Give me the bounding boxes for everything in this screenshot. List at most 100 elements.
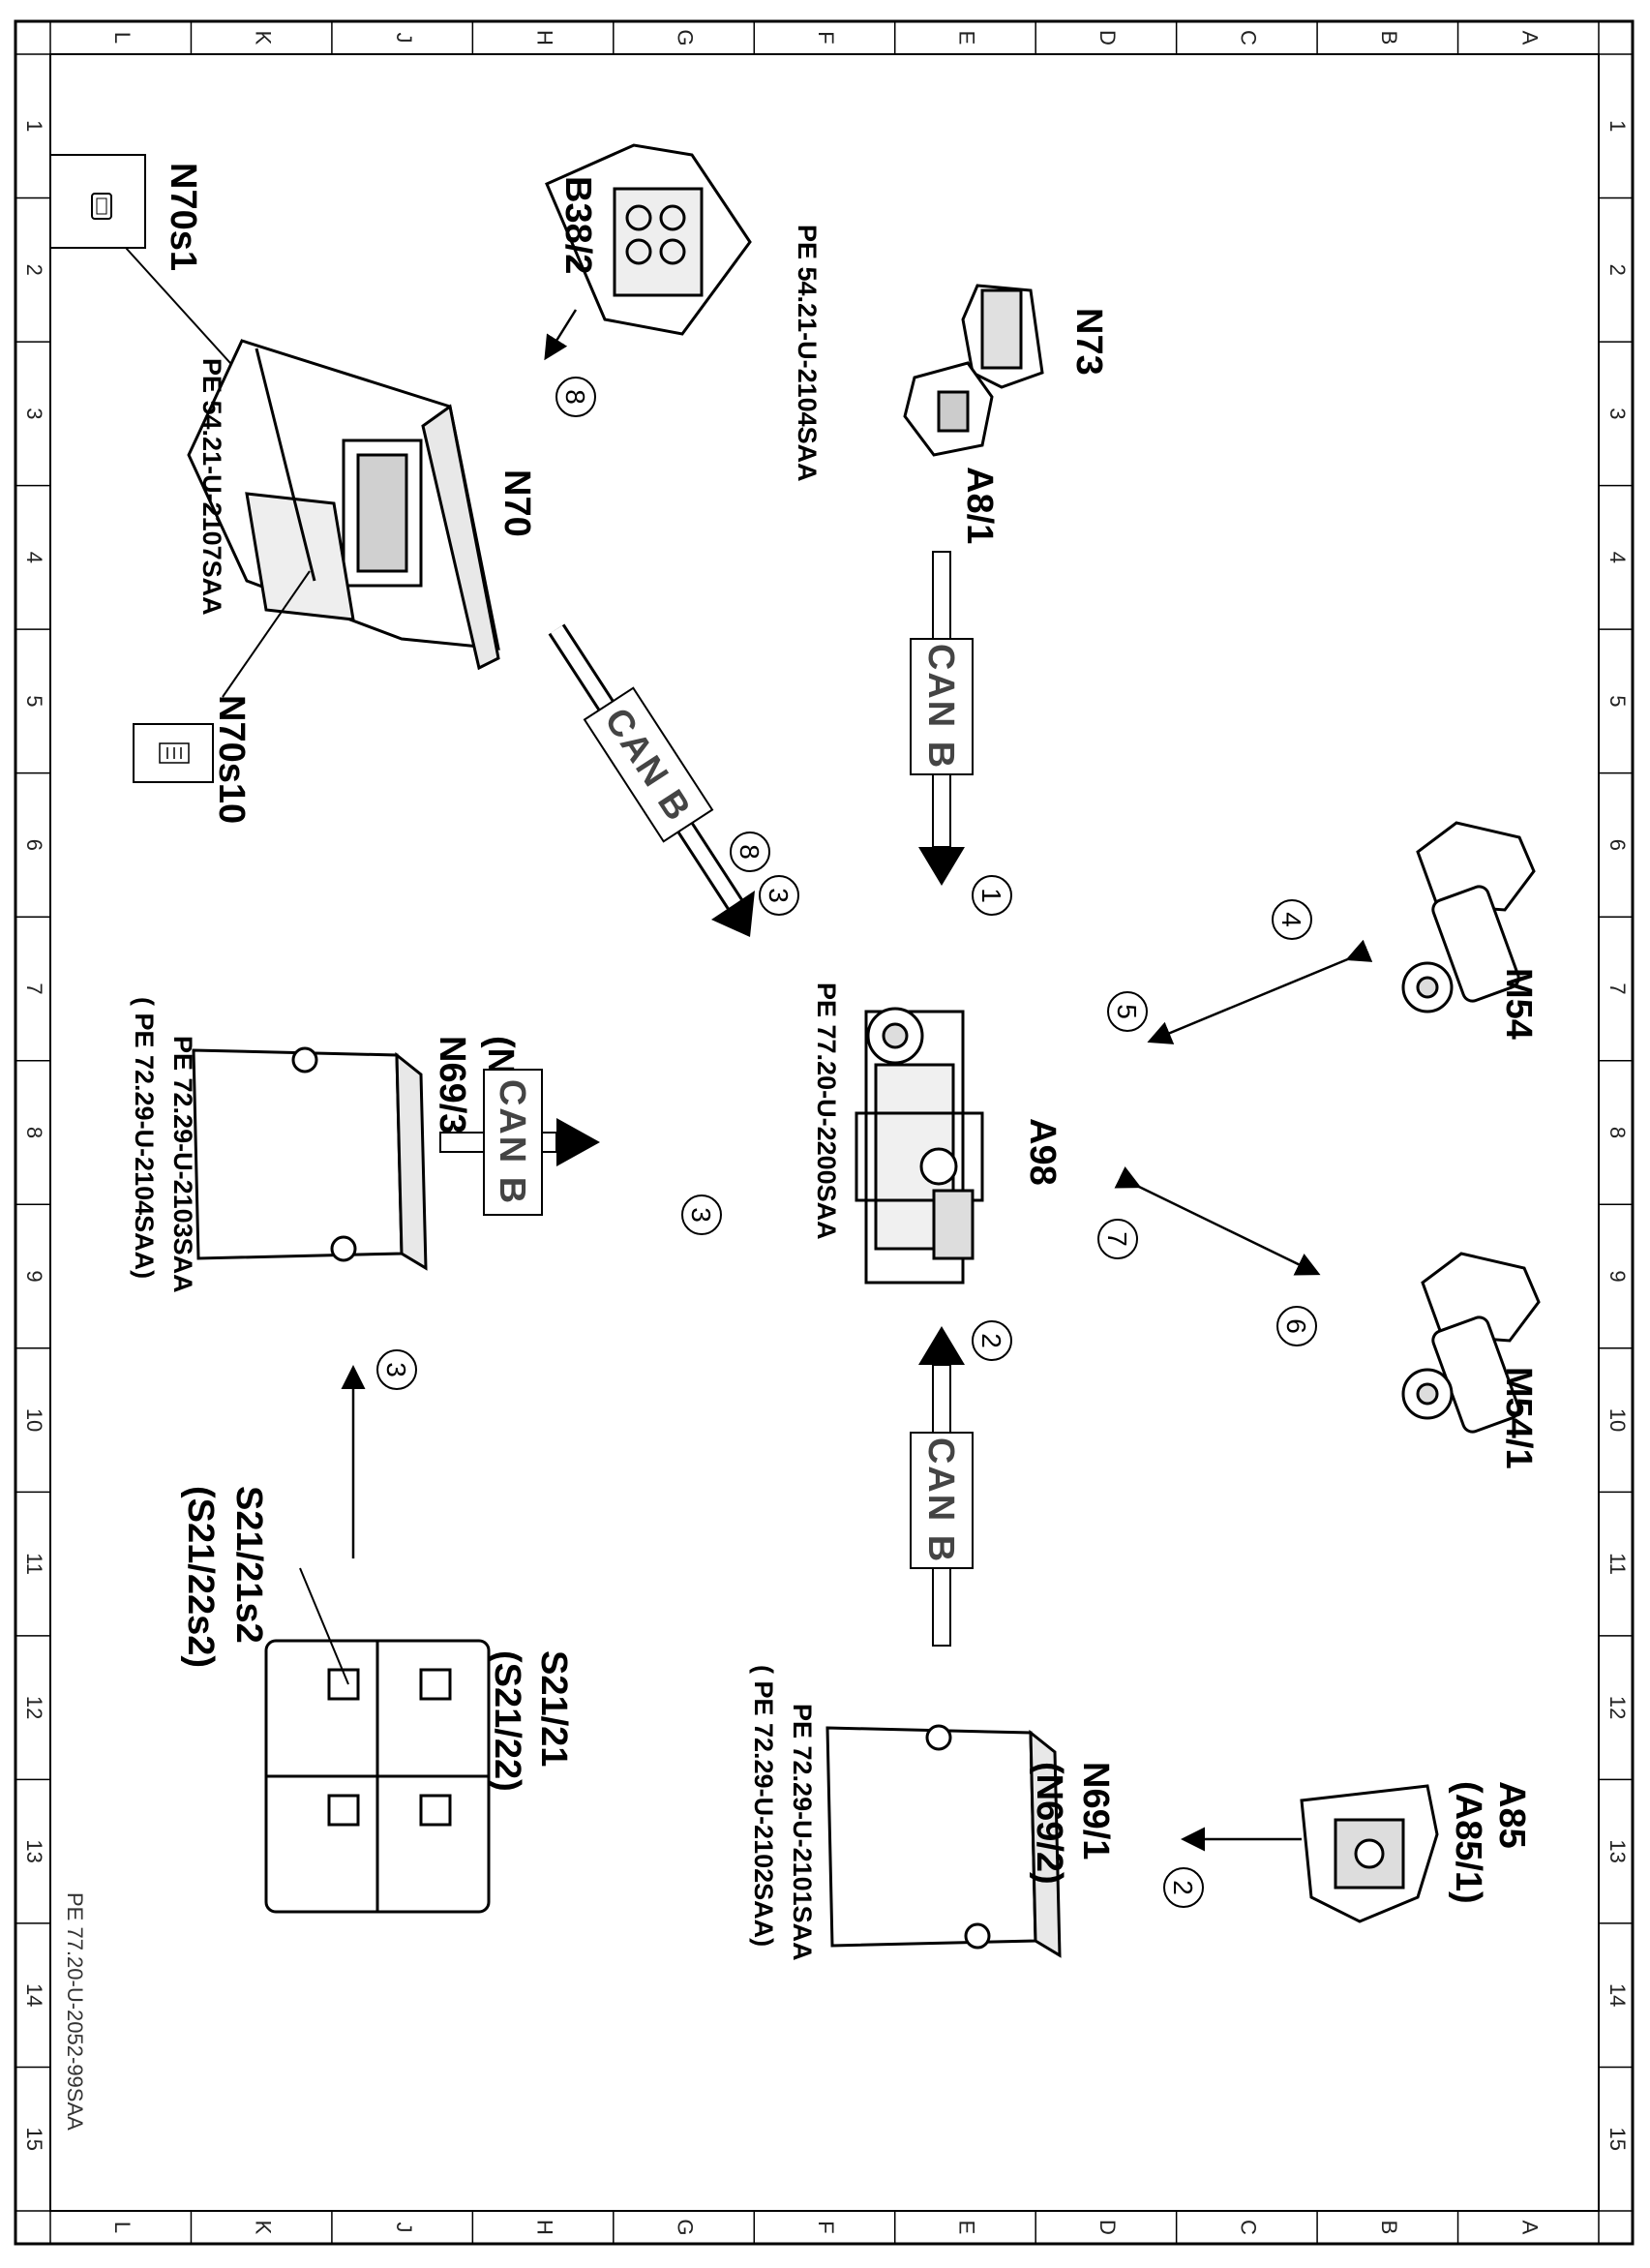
grid-row-label: 13 (22, 1839, 46, 1862)
grid-row-label: 12 (22, 1696, 46, 1719)
m54-1-motor-icon (1401, 1252, 1541, 1434)
grid-column-label: A (1517, 31, 1542, 45)
step-3b: 3 (686, 1207, 716, 1223)
grid-row-label: 15 (1605, 2127, 1630, 2150)
n69-4-reference: ( PE 72.29-U-2104SAA) (130, 997, 159, 1279)
n69-1-module-icon (825, 1724, 1062, 1958)
m54-1-label: M54/1 (1498, 1367, 1539, 1469)
grid-column-label: B (1377, 2221, 1401, 2235)
grid-column-label: K (251, 31, 275, 45)
step-7-circle (1097, 1219, 1138, 1259)
n70s10-switch-icon (133, 723, 214, 783)
grid-row-label: 2 (1605, 264, 1630, 276)
n69-3-module-icon (192, 1046, 428, 1271)
n70-overhead-panel-icon (187, 339, 500, 671)
grid-column-label: E (955, 2221, 979, 2235)
grid-row-label: 6 (22, 839, 46, 851)
grid-column-label: J (392, 2223, 416, 2233)
grid-column-label: K (251, 2221, 275, 2235)
grid-row-label: 15 (22, 2127, 46, 2150)
grid-row-label: 11 (22, 1553, 46, 1575)
s21-22-label: (S21/22) (487, 1650, 527, 1792)
b38-2-sensor-icon (545, 143, 752, 336)
grid-row-label: 9 (1605, 1270, 1630, 1282)
grid-column-label: A (1517, 2221, 1542, 2235)
step-8a: 8 (560, 389, 590, 405)
can-bus-n69-1-arrowhead (918, 1326, 965, 1365)
can-bus-n69-3-arrowhead (556, 1118, 600, 1166)
step-2a-circle (972, 1320, 1012, 1361)
step-8a-circle (555, 377, 596, 417)
grid-row-label: 10 (22, 1408, 46, 1432)
s21-21-switch-block-icon (264, 1639, 491, 1914)
n70s10-label: N70s10 (211, 695, 252, 824)
step-2b: 2 (1168, 1880, 1198, 1895)
step-3a-circle (759, 875, 799, 916)
can-b-text-3: CAN B (492, 1079, 532, 1205)
grid-column-label: D (1095, 30, 1120, 45)
grid-column-label: H (532, 30, 556, 45)
m54-1-bidirectional-arrow (1114, 1166, 1321, 1276)
n73-reference: PE 54.21-U-2104SAA (793, 225, 822, 482)
grid-row-label: 8 (22, 1127, 46, 1138)
step-8b-circle (730, 832, 770, 872)
grid-column-label: L (110, 2222, 135, 2233)
s21-21s2-label: S21/21s2 (228, 1486, 269, 1644)
grid-row-label: 2 (22, 264, 46, 276)
step-5-circle (1107, 991, 1148, 1032)
grid-column-label: J (392, 33, 416, 44)
grid-row-label: 13 (1605, 1839, 1630, 1862)
grid-column-label: E (955, 31, 979, 45)
step-6: 6 (1281, 1318, 1311, 1334)
grid-row-label: 11 (1605, 1553, 1630, 1575)
grid-row-label: 7 (1605, 983, 1630, 994)
grid-row-label: 4 (22, 552, 46, 563)
can-bus-n70: CAN B (548, 623, 755, 937)
grid-row-label: 5 (22, 695, 46, 707)
s21-21s2-leader-line (299, 1567, 349, 1685)
s21-21-label: S21/21 (533, 1650, 574, 1767)
n70-reference: PE 54.21-U-2107SAA (197, 358, 226, 616)
a85-label: A85 (1491, 1781, 1532, 1849)
n70s1-switch-icon (49, 154, 146, 249)
n73-label: N73 (1068, 308, 1109, 376)
step-2b-circle (1163, 1867, 1204, 1908)
n69-1-reference: PE 72.29-U-2101SAA (788, 1704, 817, 1961)
grid-row-label: 4 (1605, 552, 1630, 563)
can-b-text-1: CAN B (920, 644, 961, 770)
grid-column-label: D (1095, 2220, 1120, 2235)
n73-ignition-switch-icon (903, 284, 1044, 457)
step-3b-circle (681, 1194, 722, 1235)
grid-column-label: B (1377, 31, 1401, 45)
n70s1-label: N70s1 (163, 163, 203, 271)
grid-column-label: C (1237, 30, 1261, 45)
grid-row-label: 9 (22, 1270, 46, 1282)
step-8b: 8 (735, 844, 765, 860)
grid-row-label: 12 (1605, 1696, 1630, 1719)
grid-row-label: 10 (1605, 1408, 1630, 1432)
grid-column-label: F (814, 31, 838, 44)
n69-3-label: N69/3 (432, 1036, 472, 1134)
a85-latch-icon (1300, 1784, 1439, 1923)
step-3c: 3 (381, 1362, 411, 1377)
can-b-box-4 (910, 1432, 974, 1569)
document-id: PE 77.20-U-2052-99SAA (63, 1892, 87, 2131)
m54-label: M54 (1498, 968, 1539, 1040)
grid-column-label: C (1237, 2220, 1261, 2235)
grid-column-label: L (110, 32, 135, 44)
grid-row-label: 1 (22, 120, 46, 132)
can-b-box-1 (910, 638, 974, 775)
grid-row-label: 8 (1605, 1127, 1630, 1138)
grid-column-label: H (532, 2220, 556, 2235)
step-3a: 3 (764, 888, 794, 903)
step-4: 4 (1276, 912, 1306, 927)
step-3c-circle (376, 1349, 417, 1390)
n69-2-label: (N69/2) (1029, 1762, 1069, 1885)
step-1: 1 (976, 888, 1006, 903)
n69-3-reference: PE 72.29-U-2103SAA (168, 1036, 197, 1293)
grid-row-label: 3 (1605, 408, 1630, 419)
step-6-circle (1276, 1306, 1317, 1346)
